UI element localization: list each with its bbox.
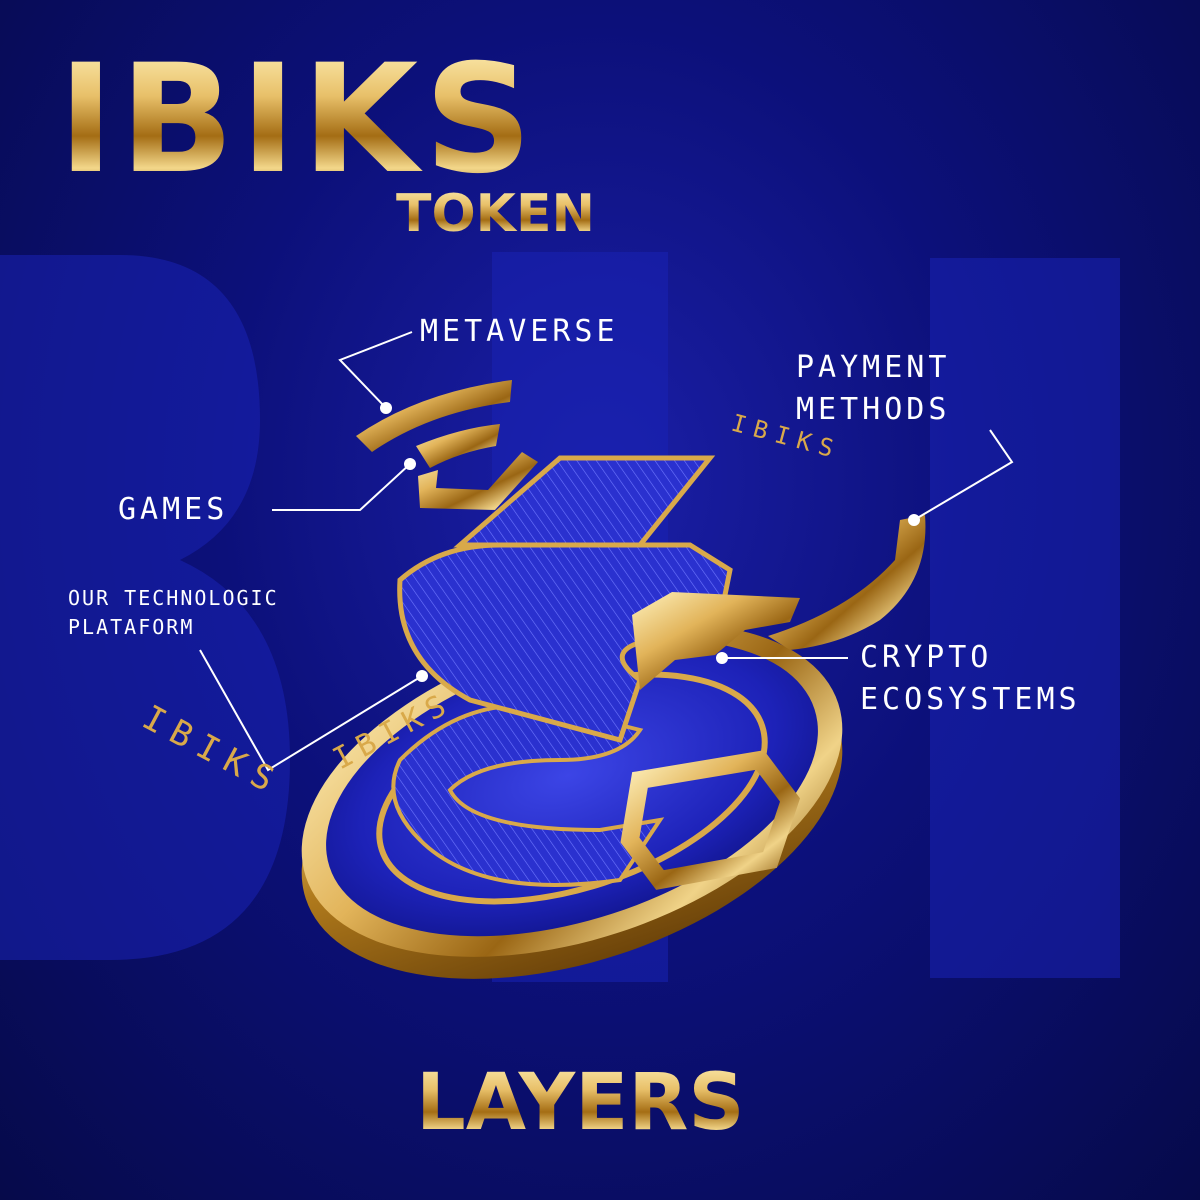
footer-title: LAYERS xyxy=(416,1058,745,1148)
label-crypto-line1: CRYPTO xyxy=(860,640,993,675)
label-crypto-line2: ECOSYSTEMS xyxy=(860,682,1081,717)
label-games: GAMES xyxy=(118,492,229,527)
games-bracket xyxy=(418,452,538,510)
leader-dots xyxy=(380,402,920,682)
payment-arc xyxy=(768,515,926,650)
coin xyxy=(301,623,843,979)
brand-subtitle: TOKEN xyxy=(396,184,596,244)
label-payment-line1: PAYMENT xyxy=(796,350,951,385)
games-arc xyxy=(416,424,500,468)
platform-layer xyxy=(397,455,733,744)
label-platform-line1: OUR TECHNOLOGIC xyxy=(68,586,279,610)
metaverse-arc xyxy=(356,380,512,452)
label-platform-line2: PLATAFORM xyxy=(68,615,195,639)
crypto-layer xyxy=(632,592,800,690)
background-letters xyxy=(0,252,1120,982)
brand-title: IBIKS xyxy=(58,33,539,207)
label-payment-line2: METHODS xyxy=(796,392,951,427)
leader-lines xyxy=(199,331,1014,772)
label-metaverse: METAVERSE xyxy=(420,314,619,349)
